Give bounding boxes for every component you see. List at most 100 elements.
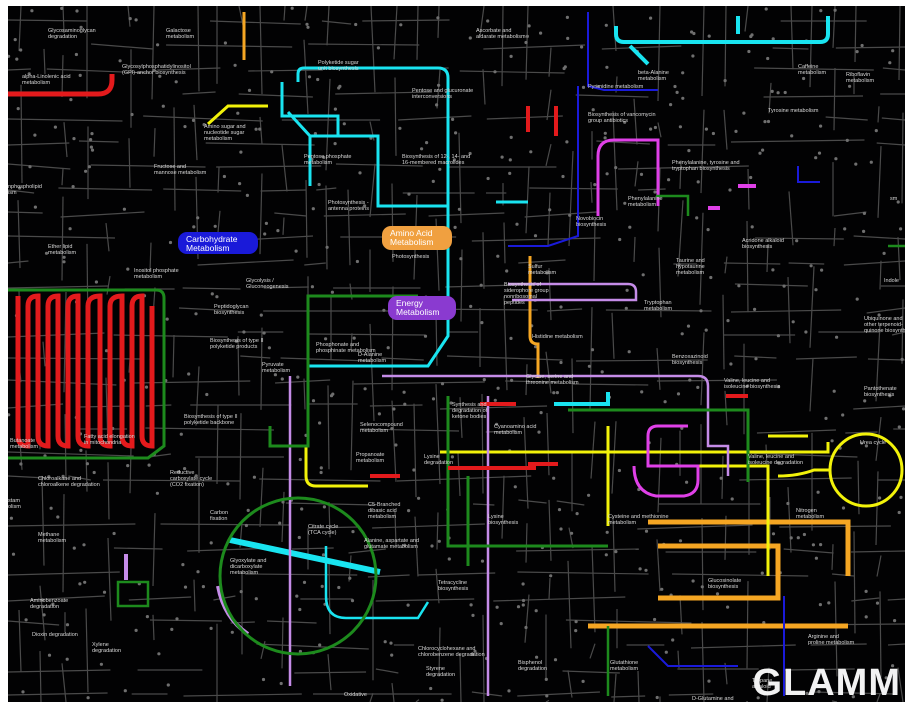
pathway-label[interactable]: Indole: [884, 278, 899, 284]
cyan-top-right: [616, 16, 828, 64]
compound-node: [509, 158, 512, 161]
pathway-label[interactable]: Histidine metabolism: [532, 334, 583, 340]
compound-node: [878, 496, 881, 499]
pathway-line: [657, 348, 660, 390]
pathway-label[interactable]: Glycosylphosphatidylinositol(GPI)-anchor…: [122, 64, 191, 76]
pathway-line: [8, 524, 135, 526]
compound-node: [728, 188, 731, 191]
compound-node: [891, 49, 894, 52]
pathway-label[interactable]: Oxidative: [344, 692, 367, 698]
pathway-line: [281, 358, 370, 361]
compound-node: [95, 280, 98, 283]
compound-node: [398, 127, 401, 130]
compound-node: [215, 295, 218, 298]
compound-node: [403, 391, 406, 394]
compound-node: [749, 176, 752, 179]
compound-node: [166, 318, 169, 321]
pathway-label[interactable]: Dioxin degradation: [32, 632, 78, 638]
pathway-label[interactable]: Photosynthesis -antenna proteins: [328, 200, 369, 212]
pathway-label[interactable]: Tyrosine metabolism: [768, 108, 819, 114]
compound-node: [614, 550, 617, 553]
compound-node: [898, 511, 901, 514]
pathway-label[interactable]: D-Glutamine and: [692, 696, 734, 702]
compound-node: [295, 595, 298, 598]
pathway-label[interactable]: Pyrimidine metabolism: [588, 84, 644, 90]
pathway-line: [724, 263, 780, 264]
compound-node: [113, 532, 116, 535]
pathway-label[interactable]: Urea cycle: [860, 440, 886, 446]
pathway-label[interactable]: sm: [890, 196, 898, 202]
compound-node: [438, 168, 441, 171]
compound-node: [564, 65, 567, 68]
pathway-label[interactable]: Photosynthesis: [392, 254, 430, 260]
pathway-line: [240, 356, 270, 358]
pathway-label[interactable]: Citrate cycle(TCA cycle): [308, 524, 338, 536]
compound-node: [403, 403, 406, 406]
pathway-label[interactable]: Glycolysis /Gluconeogenesis: [246, 278, 289, 290]
compound-node: [234, 64, 237, 67]
compound-node: [574, 629, 577, 632]
